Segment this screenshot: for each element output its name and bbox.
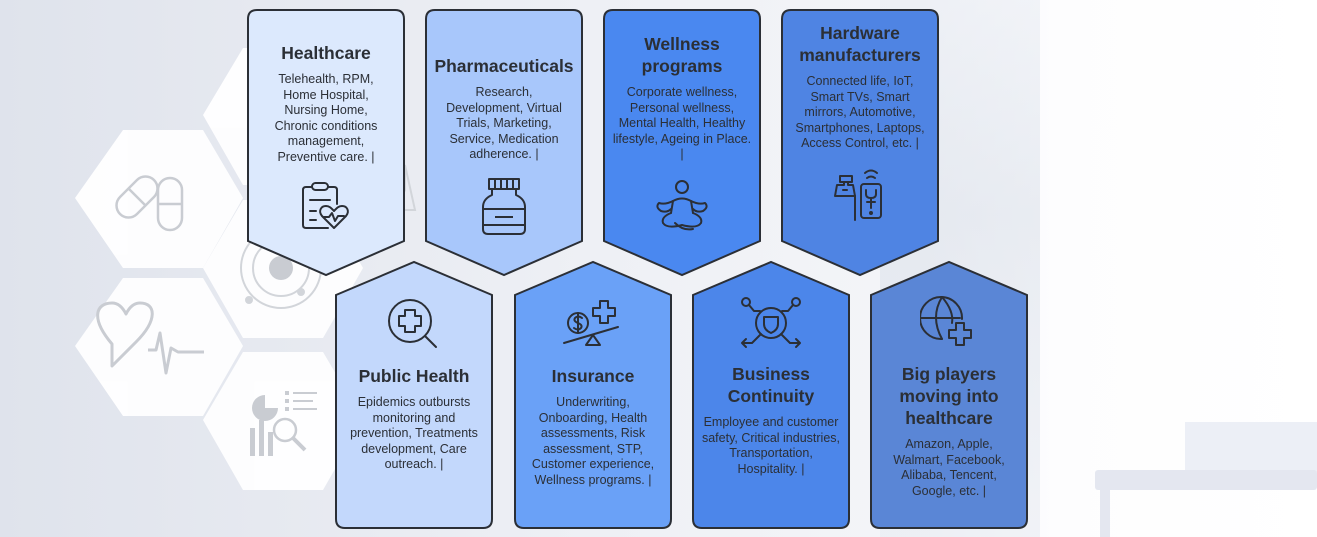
analytics-report-icon	[250, 391, 317, 456]
card-description: Employee and customer safety, Critical i…	[701, 415, 840, 476]
card-public-health: Public Health Epidemics outbursts monito…	[335, 260, 493, 531]
card-description: Research, Development, Virtual Trials, M…	[446, 85, 562, 162]
card-shape	[425, 9, 583, 277]
card-shape	[870, 260, 1028, 529]
card-insurance: Insurance Underwriting, Onboarding, Heal…	[514, 260, 672, 531]
pills-icon	[115, 175, 184, 232]
card-title: Insurance	[551, 366, 635, 386]
background-table	[1095, 470, 1317, 490]
card-title: Wellness programs	[641, 34, 723, 76]
card-description: Amazon, Apple, Walmart, Facebook, Alibab…	[893, 437, 1005, 498]
card-shape	[335, 260, 493, 529]
card-healthcare: Healthcare Telehealth, RPM, Home Hospita…	[247, 9, 405, 277]
card-description: Telehealth, RPM, Home Hospital, Nursing …	[274, 72, 378, 164]
background-chair	[1185, 422, 1317, 472]
card-wellness-programs: Wellness programs Corporate wellness, Pe…	[603, 9, 761, 277]
card-title: Public Health	[358, 366, 470, 386]
meditation-icon	[656, 179, 708, 231]
card-description: Corporate wellness, Personal wellness, M…	[612, 85, 752, 162]
background-hexagon-pattern	[75, 48, 417, 490]
connected-devices-icon	[834, 169, 882, 221]
shield-network-icon	[741, 297, 801, 348]
card-title: Pharmaceuticals	[434, 56, 574, 76]
card-description: Underwriting, Onboarding, Health assessm…	[531, 395, 655, 487]
card-shape	[514, 260, 672, 529]
card-title: Business Continuity	[727, 364, 815, 406]
card-shape	[692, 260, 850, 529]
card-shape	[247, 9, 405, 277]
card-pharmaceuticals: Pharmaceuticals Research, Development, V…	[425, 9, 583, 277]
card-shape	[781, 9, 939, 277]
background-table-leg	[1100, 490, 1110, 537]
card-title: Healthcare	[281, 43, 371, 63]
card-title: Big players moving into healthcare	[899, 364, 999, 428]
globe-cross-icon	[920, 296, 972, 346]
card-shape	[603, 9, 761, 277]
search-medical-cross-icon	[388, 299, 437, 348]
medicine-bottle-icon	[482, 177, 526, 235]
card-hardware-manufacturers: Hardware manufacturers Connected life, I…	[781, 9, 939, 277]
card-description: Connected life, IoT, Smart TVs, Smart mi…	[795, 74, 925, 151]
card-description: Epidemics outbursts monitoring and preve…	[350, 395, 478, 472]
card-business-continuity: Business Continuity Employee and custome…	[692, 260, 850, 531]
balance-dollar-cross-icon	[563, 300, 619, 346]
clipboard-heart-icon	[302, 181, 349, 229]
heartbeat-icon	[96, 301, 204, 375]
card-title: Hardware manufacturers	[799, 23, 921, 65]
card-big-players: Big players moving into healthcare Amazo…	[870, 260, 1028, 531]
